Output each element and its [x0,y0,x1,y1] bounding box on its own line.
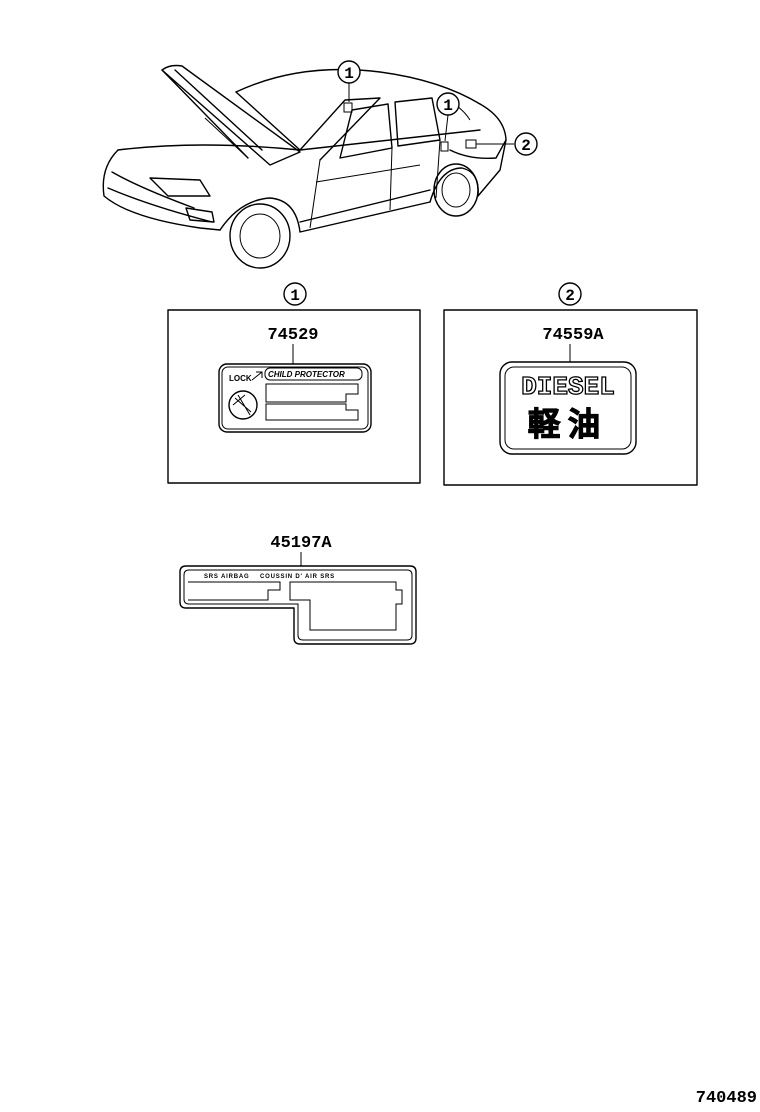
svg-text:1: 1 [344,65,354,83]
panel-2-callout: 2 [558,282,582,306]
callout-fuel: 2 [514,132,538,156]
part-number-74529: 74529 [267,326,318,345]
diesel-label: DIESEL 軽油 [499,361,637,455]
svg-text:COUSSIN D' AIR SRS: COUSSIN D' AIR SRS [260,574,335,580]
srs-airbag-label: SRS AIRBAG COUSSIN D' AIR SRS [179,565,417,645]
panel-1-frame [167,309,421,484]
diesel-text: DIESEL [521,372,615,402]
part-number-45197a: 45197A [270,534,332,553]
callout-leader [444,114,449,142]
part-number-74559a: 74559A [542,326,604,345]
callout-door-2: 1 [436,92,460,116]
svg-text:2: 2 [521,137,531,155]
svg-text:LOCK: LOCK [229,374,252,383]
child-lock-icon [228,390,258,420]
japanese-fuel-text: 軽油 [528,406,608,442]
panel-2-frame [443,309,698,486]
callout-door-1: 1 [337,60,361,84]
svg-text:CHILD PROTECTOR: CHILD PROTECTOR [268,370,345,379]
car-illustration [102,64,507,269]
child-protector-label: LOCK CHILD PROTECTOR [218,363,372,433]
svg-text:1: 1 [290,287,300,305]
svg-text:1: 1 [443,97,453,115]
figure-number: 740489 [696,1089,757,1108]
panel-1-callout: 1 [283,282,307,306]
svg-text:2: 2 [565,287,575,305]
svg-text:SRS AIRBAG: SRS AIRBAG [204,574,249,580]
